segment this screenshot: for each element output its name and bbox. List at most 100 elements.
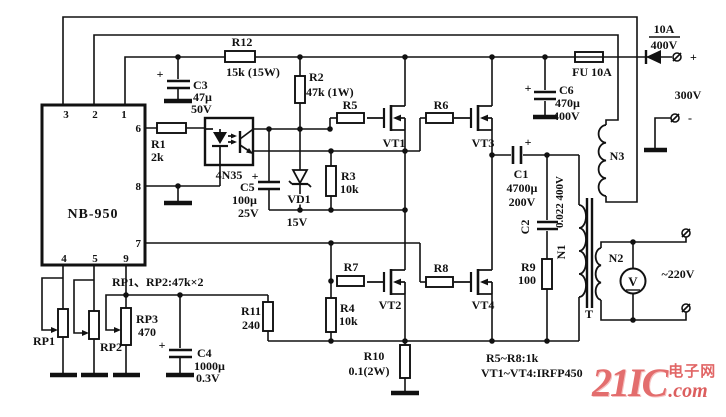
- voltmeter: V: [619, 267, 647, 295]
- label-r9-val: 100: [518, 273, 536, 287]
- voltmeter-label: V: [628, 274, 638, 289]
- label-r12: R12: [232, 35, 253, 49]
- fuse-fu: [574, 51, 604, 63]
- label-r1-val: 2k: [151, 150, 164, 164]
- label-c1-v2: 200V: [509, 195, 536, 209]
- rp1-wiper-arrow: [51, 327, 58, 333]
- label-c5-v2: 25V: [238, 206, 259, 220]
- pin-4: 4: [61, 253, 67, 265]
- label-c1-plus: +: [525, 135, 532, 149]
- label-r11-val: 240: [242, 318, 260, 332]
- label-r1: R1: [151, 137, 166, 151]
- label-vd1: VD1: [287, 192, 310, 206]
- label-vt3: VT3: [472, 136, 495, 150]
- label-vt2: VT2: [379, 298, 402, 312]
- label-rp-note: RP1、RP2:47k×2: [112, 275, 204, 289]
- label-c5-v1: 100µ: [232, 193, 257, 207]
- label-r5: R5: [343, 98, 358, 112]
- label-vt1: VT1: [383, 136, 406, 150]
- resistors: [57, 50, 553, 379]
- labels-layer: R12 15k (15W) + C3 47µ 50V R1 2k R2 47k …: [33, 22, 702, 385]
- label-c3-v1: 47µ: [193, 90, 212, 104]
- cap-c4: [169, 348, 192, 359]
- terminal-plus-300v: [672, 52, 682, 62]
- wires: [41, 16, 687, 391]
- mosfets: [365, 103, 494, 297]
- pin-2: 2: [92, 109, 98, 121]
- resistor-r6: [425, 112, 454, 124]
- label-n1: N1: [554, 245, 568, 260]
- wire-rp3-wiper: [105, 294, 126, 331]
- potentiometer-rp3-body: [120, 307, 132, 346]
- label-r9: R9: [521, 260, 536, 274]
- ic-nb950: NB-950 3 2 1 6 8 7 4 5 9: [40, 103, 147, 267]
- label-c5-plus: +: [252, 169, 259, 183]
- label-c4-plus: +: [159, 338, 166, 352]
- label-c5: C5: [240, 180, 255, 194]
- terminal-ac-top: [681, 228, 691, 238]
- label-t: T: [585, 307, 593, 321]
- pin-9: 9: [123, 253, 129, 265]
- optocoupler-4n35: 4N35: [203, 116, 255, 182]
- wire-pin2-n3: [93, 34, 619, 125]
- pin-8: 8: [136, 181, 142, 193]
- label-r4-val: 10k: [339, 314, 358, 328]
- resistor-r12: [224, 50, 256, 63]
- label-c6-v1: 470µ: [555, 96, 580, 110]
- label-c3: C3: [193, 78, 208, 92]
- label-c3-plus: +: [157, 67, 164, 81]
- label-r10-val: 0.1(2W): [349, 364, 390, 378]
- label-n2: N2: [609, 251, 624, 265]
- wire-out-bot: [600, 300, 687, 321]
- label-vd1-val: 15V: [287, 215, 308, 229]
- label-c6-plus: +: [525, 81, 532, 95]
- resistor-r2: [294, 75, 306, 104]
- transformer-t: [578, 198, 602, 308]
- label-fuse: FU 10A: [572, 65, 612, 79]
- label-rp3-val: 470: [138, 325, 156, 339]
- label-vt4: VT4: [472, 298, 495, 312]
- label-c2: C2: [518, 220, 532, 235]
- resistor-r10: [399, 344, 411, 379]
- label-c2-val: 0.022 400V: [554, 176, 566, 228]
- cap-c3: [167, 79, 190, 90]
- cap-c2: [537, 220, 558, 231]
- label-c4: C4: [197, 346, 212, 360]
- resistor-r4: [325, 297, 337, 333]
- label-out-minus: -: [688, 111, 692, 125]
- cap-c6: [534, 90, 556, 101]
- mosfet-vt2: [365, 267, 407, 297]
- label-c1: C1: [514, 167, 529, 181]
- pot-arrows: [51, 327, 121, 336]
- label-rp3: RP3: [136, 312, 158, 326]
- label-r3-val: 10k: [340, 182, 359, 196]
- opto-label: 4N35: [216, 168, 243, 182]
- wire-out-top: [600, 237, 687, 248]
- terminals: [670, 52, 691, 313]
- mosfet-vt3: [452, 103, 494, 133]
- rp2-wiper-arrow: [82, 330, 89, 336]
- label-rp2: RP2: [100, 340, 122, 354]
- label-c4-v2: 0.3V: [196, 371, 220, 385]
- cap-c5: [258, 180, 280, 191]
- junction-dots: [123, 54, 636, 344]
- label-r2-val: 47k (1W): [306, 85, 354, 99]
- ic-name: NB-950: [67, 207, 118, 222]
- resistor-r8: [425, 276, 454, 288]
- label-r12-val: 15k (15W): [226, 65, 280, 79]
- label-out-plus: +: [690, 50, 697, 64]
- mosfet-vt1: [365, 103, 407, 133]
- label-r2: R2: [309, 70, 324, 84]
- potentiometer-rp2-body: [88, 310, 100, 340]
- resistor-r9: [541, 258, 553, 290]
- label-c6: C6: [559, 83, 574, 97]
- label-note-r: R5~R8:1k: [486, 351, 539, 365]
- wire-pin3-n3: [62, 16, 638, 203]
- terminal-minus-300v: [670, 113, 680, 123]
- label-diode-v: 400V: [651, 38, 678, 52]
- resistor-r3: [325, 165, 337, 197]
- resistor-r1: [156, 122, 187, 134]
- mosfet-vt4: [452, 267, 494, 297]
